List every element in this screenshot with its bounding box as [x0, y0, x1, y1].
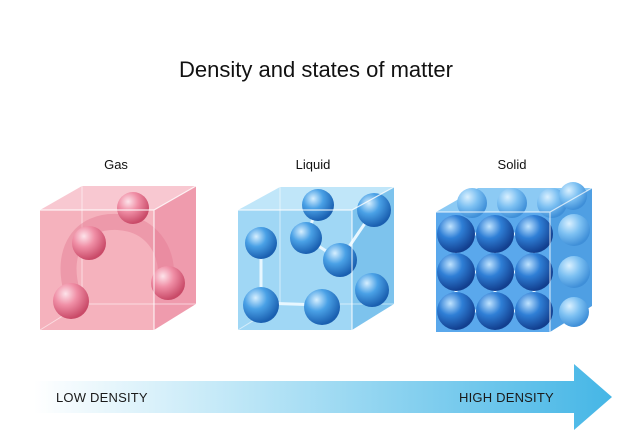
- density-arrow-shape: [34, 364, 612, 430]
- solid-side-layer: [558, 214, 590, 327]
- liquid-particle: [243, 287, 279, 323]
- liquid-particle: [357, 193, 391, 227]
- solid-particle: [437, 253, 475, 291]
- solid-particle: [558, 256, 590, 288]
- solid-particle: [515, 253, 553, 291]
- solid-particle: [437, 215, 475, 253]
- solid-label: Solid: [497, 157, 527, 172]
- gas-motion-trail: [60, 213, 175, 300]
- liquid-particle: [355, 273, 389, 307]
- gas-particle: [151, 266, 185, 300]
- solid-top-layer: [457, 182, 587, 218]
- gas-cube: [39, 185, 197, 331]
- solid-cube: [436, 182, 593, 332]
- gas-particle: [72, 226, 106, 260]
- solid-particle: [476, 292, 514, 330]
- gas-particle: [117, 192, 149, 224]
- liquid-particle: [304, 289, 340, 325]
- diagram-title: Density and states of matter: [179, 57, 453, 82]
- liquid-particle: [302, 189, 334, 221]
- low-density-label: LOW DENSITY: [56, 390, 148, 405]
- liquid-particle: [290, 222, 322, 254]
- liquid-label: Liquid: [295, 157, 331, 172]
- solid-front-layer: [437, 215, 553, 330]
- solid-particle: [558, 214, 590, 246]
- solid-particle: [559, 182, 587, 210]
- high-density-label: HIGH DENSITY: [459, 390, 554, 405]
- solid-particle: [497, 188, 527, 218]
- liquid-cube: [237, 186, 395, 331]
- liquid-particle: [323, 243, 357, 277]
- density-arrow: [34, 364, 612, 430]
- solid-particle: [515, 292, 553, 330]
- solid-particle: [457, 188, 487, 218]
- liquid-particle: [245, 227, 277, 259]
- gas-particle: [53, 283, 89, 319]
- gas-cube-top: [40, 186, 196, 210]
- solid-particle: [515, 215, 553, 253]
- gas-label: Gas: [104, 157, 128, 172]
- solid-particle: [437, 292, 475, 330]
- solid-particle: [476, 215, 514, 253]
- solid-particle: [559, 297, 589, 327]
- solid-particle: [476, 253, 514, 291]
